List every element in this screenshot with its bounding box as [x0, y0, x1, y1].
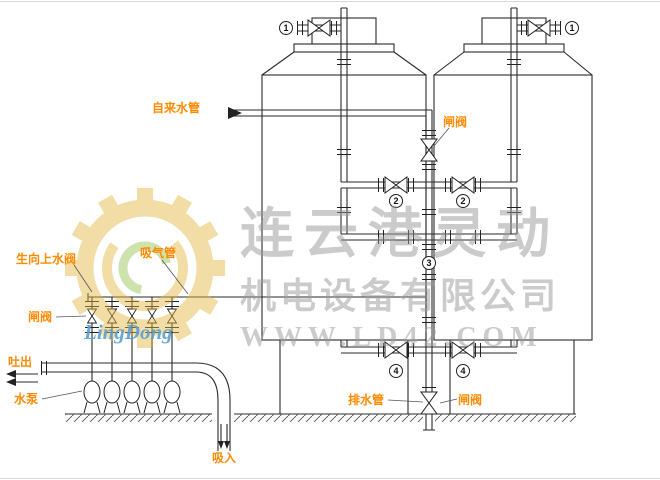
tank-risers	[340, 7, 518, 234]
svg-text:1: 1	[569, 23, 574, 33]
valve-number-1-left: 1	[279, 21, 293, 35]
label-riser-water-valve: 生向上水阀	[16, 251, 76, 266]
label-gate-valve-center: 闸阀	[443, 114, 467, 129]
drain-assembly	[423, 412, 435, 431]
pump-station	[6, 297, 196, 386]
svg-text:4: 4	[460, 366, 465, 376]
valve-number-2-left: 2	[389, 194, 403, 208]
label-gate-valve-drain: 闸阀	[458, 392, 482, 407]
upper-manifold	[341, 181, 517, 189]
pump-icon	[143, 380, 161, 414]
svg-text:2: 2	[460, 196, 465, 206]
label-discharge-out: 吐出	[8, 354, 32, 369]
pump-icon	[83, 380, 101, 414]
gear-logo-icon	[65, 188, 225, 348]
suction-main	[195, 362, 239, 465]
watermark-logo-text: LingDong	[83, 320, 173, 344]
ground	[65, 413, 576, 422]
middle-manifold	[341, 233, 517, 241]
valve-number-3: 3	[422, 256, 436, 270]
label-air-suction-pipe: 吸气管	[140, 245, 176, 260]
air-suction-line	[87, 293, 426, 301]
valve-numbers: 1 1 2 2 3 4 4	[279, 21, 579, 378]
valve-number-1-right: 1	[565, 21, 579, 35]
discharge-arrow-icon	[6, 378, 16, 386]
pump-icon	[163, 380, 181, 414]
watermark-website: WWW.LD42.COM	[240, 322, 543, 353]
svg-text:3: 3	[426, 258, 431, 268]
top-pipework	[298, 24, 560, 32]
label-tap-water-pipe: 自来水管	[152, 100, 200, 115]
suction-arrow-icon	[224, 441, 230, 449]
tap-water-line	[228, 107, 432, 119]
svg-text:1: 1	[283, 23, 288, 33]
suction-arrow-icon	[218, 441, 224, 449]
gate-valve-icon	[420, 391, 438, 415]
valve-number-4-left: 4	[389, 364, 403, 378]
watermark-brand-large: 连云港灵动	[240, 204, 560, 264]
watermark: LingDong 连云港灵动 机电设备有限公司 WWW.LD42.COM	[65, 188, 560, 353]
valve-number-2-right: 2	[456, 194, 470, 208]
flow-arrow-right-icon	[228, 107, 242, 119]
label-suction-in: 吸入	[212, 451, 236, 465]
label-water-pump: 水泵	[14, 391, 38, 406]
svg-text:4: 4	[393, 366, 398, 376]
watermark-brand-small: 机电设备有限公司	[240, 275, 560, 316]
svg-text:2: 2	[393, 196, 398, 206]
valve-number-4-right: 4	[456, 364, 470, 378]
pump-icon	[103, 380, 121, 414]
discharge-arrow-icon	[6, 370, 16, 378]
label-leader-lines	[41, 127, 458, 404]
lower-manifold	[340, 340, 518, 354]
label-gate-valve-pump: 闸阀	[28, 309, 52, 324]
diagram-labels: 自来水管 闸阀 生向上水阀 吸气管 闸阀 吐出 水泵 排水管 闸阀 吸入	[8, 100, 482, 465]
label-drain-pipe: 排水管	[348, 392, 384, 407]
pump-icon	[123, 380, 141, 414]
pumps	[83, 380, 181, 414]
